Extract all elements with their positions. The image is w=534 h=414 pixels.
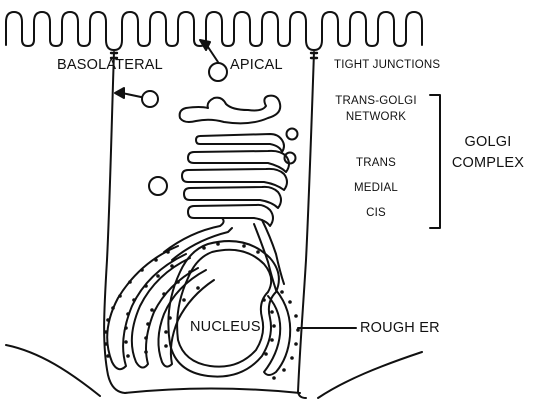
golgi-complex-bracket	[430, 95, 440, 228]
label-golgi-line2: COMPLEX	[445, 156, 531, 171]
ribosomes	[104, 242, 300, 380]
basolateral-arrowhead	[115, 88, 124, 98]
er-golgi-connection-right-2	[254, 224, 276, 290]
golgi-vesicle-right-2	[285, 153, 296, 164]
label-golgi-line1: GOLGI	[445, 135, 531, 150]
nucleus-inner-membrane	[177, 250, 271, 367]
neighbor-cell-membrane-left	[6, 345, 100, 396]
label-trans-golgi-network: TRANS-GOLGI NETWORK	[330, 96, 422, 123]
label-basolateral: BASOLATERAL	[57, 58, 163, 73]
basolateral-vesicle	[142, 91, 158, 107]
neighbor-cell-membrane-right	[318, 352, 422, 398]
golgi-vesicle-right-1	[287, 129, 298, 140]
golgi-vesicle-left	[149, 177, 167, 195]
label-trans: TRANS	[356, 158, 396, 170]
trans-golgi-network	[180, 96, 281, 124]
lateral-membrane-right	[298, 52, 314, 398]
golgi-cisterna-5	[188, 205, 273, 226]
label-trans-golgi-line1: TRANS-GOLGI	[330, 96, 422, 108]
apical-vesicle	[209, 63, 227, 81]
microvilli-apical-border	[6, 12, 422, 50]
rough-er-right	[264, 290, 290, 375]
label-medial: MEDIAL	[352, 183, 400, 195]
label-nucleus: NUCLEUS	[190, 320, 261, 335]
label-cis: CIS	[360, 208, 392, 220]
label-tight-junctions: TIGHT JUNCTIONS	[334, 60, 440, 72]
basal-membrane	[125, 388, 300, 393]
label-rough-er: ROUGH ER	[360, 321, 440, 336]
golgi-cisterna-1	[196, 134, 284, 152]
label-apical: APICAL	[230, 58, 283, 73]
label-golgi-complex: GOLGI COMPLEX	[445, 135, 531, 170]
er-golgi-connection-left-2	[172, 228, 232, 260]
label-trans-golgi-line2: NETWORK	[330, 112, 422, 124]
